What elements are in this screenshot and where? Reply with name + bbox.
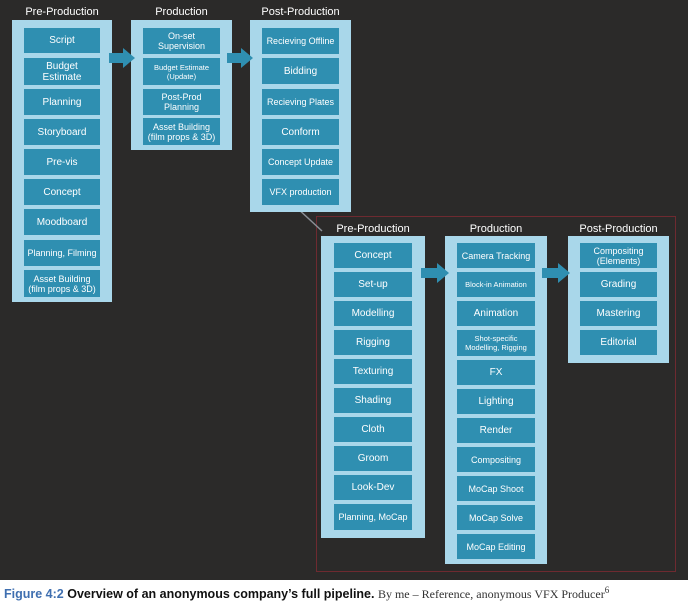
step-rigging: Rigging (334, 330, 412, 355)
step-conform: Conform (262, 119, 339, 145)
vfx-pipeline-frame (316, 216, 676, 572)
figure-credit: By me – Reference, anonymous VFX Produce… (377, 587, 605, 602)
step-budget-estimate: Budget Estimate (24, 58, 100, 85)
step-moodboard: Moodboard (24, 209, 100, 235)
step-planning-filming: Planning, Filming (24, 240, 100, 266)
step-post-prod-planning: Post-Prod Planning (143, 89, 220, 115)
arrow-vfx-pre-to-prod (421, 263, 449, 283)
step-planning: Planning (24, 89, 100, 115)
step-lighting: Lighting (457, 389, 535, 414)
step-texturing: Texturing (334, 359, 412, 384)
step-compositing-elements: Compositing (Elements) (580, 243, 657, 268)
step-mocap-editing: MoCap Editing (457, 534, 535, 559)
step-bidding: Bidding (262, 58, 339, 84)
step-asset-building-prod: Asset Building (film props & 3D) (143, 118, 220, 145)
step-grading: Grading (580, 272, 657, 297)
step-cloth: Cloth (334, 417, 412, 442)
step-shot-specific-modelling: Shot-specific Modelling, Rigging (457, 330, 535, 356)
step-set-up: Set-up (334, 272, 412, 297)
step-on-set-supervision: On-set Supervision (143, 28, 220, 54)
step-pre-vis: Pre-vis (24, 149, 100, 175)
step-recieving-plates: Recieving Plates (262, 89, 339, 115)
step-mocap-shoot: MoCap Shoot (457, 476, 535, 501)
step-concept: Concept (24, 179, 100, 205)
vfx-pre-title: Pre-Production (336, 223, 410, 235)
step-compositing: Compositing (457, 447, 535, 472)
vfx-post-title: Post-Production (579, 223, 658, 235)
arrow-prod-to-post (227, 48, 253, 68)
step-modelling: Modelling (334, 301, 412, 326)
step-concept-update: Concept Update (262, 149, 339, 175)
vfx-prod-title: Production (469, 223, 523, 235)
figure-title: Overview of an anonymous company’s full … (67, 587, 375, 602)
step-render: Render (457, 418, 535, 443)
arrow-pre-to-prod (109, 48, 135, 68)
top-prod-title: Production (155, 6, 208, 18)
step-fx: FX (457, 360, 535, 385)
step-shading: Shading (334, 388, 412, 413)
arrow-vfx-prod-to-post (542, 263, 570, 283)
top-pre-title: Pre-Production (25, 6, 99, 18)
figure-caption: Figure 4:2 Overview of an anonymous comp… (4, 585, 688, 605)
step-asset-building: Asset Building (film props & 3D) (24, 270, 100, 297)
figure-label: Figure 4:2 (4, 587, 64, 602)
step-vfx-production: VFX production (262, 179, 339, 205)
step-editorial: Editorial (580, 330, 657, 355)
step-animation: Animation (457, 301, 535, 326)
top-post-title: Post-Production (261, 6, 340, 18)
step-camera-tracking: Camera Tracking (457, 243, 535, 268)
step-groom: Groom (334, 446, 412, 471)
step-look-dev: Look-Dev (334, 475, 412, 500)
step-mastering: Mastering (580, 301, 657, 326)
footnote-marker: 6 (604, 585, 610, 595)
step-recieving-offline: Recieving Offline (262, 28, 339, 54)
step-vfx-concept: Concept (334, 243, 412, 268)
step-planning-mocap: Planning, MoCap (334, 504, 412, 530)
step-storyboard: Storyboard (24, 119, 100, 145)
step-block-in-animation: Block-in Animation (457, 272, 535, 297)
step-mocap-solve: MoCap Solve (457, 505, 535, 530)
step-script: Script (24, 28, 100, 53)
step-budget-estimate-update: Budget Estimate (Update) (143, 58, 220, 85)
